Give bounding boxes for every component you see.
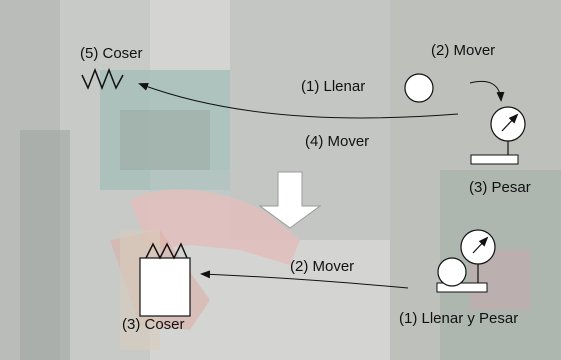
flow-arrow-top <box>138 83 459 119</box>
label-mover-top: (2) Mover <box>431 42 496 59</box>
label-pesar-top: (3) Pesar <box>469 179 531 196</box>
label-llenar-pesar-bottom: (1) Llenar y Pesar <box>399 310 519 327</box>
flow-arrow-bottom <box>200 270 409 289</box>
label-mover-mid: (4) Mover <box>305 133 370 150</box>
label-coser-top: (5) Coser <box>80 45 143 62</box>
sewn-bag-icon <box>139 242 191 317</box>
block-down-arrow-icon <box>258 171 322 229</box>
label-coser-bottom: (3) Coser <box>122 316 185 333</box>
label-mover-bottom: (2) Mover <box>290 258 355 275</box>
flow-arrow-mover <box>469 80 505 102</box>
weighing-scale-icon <box>470 106 526 165</box>
round-bag-icon <box>404 73 434 103</box>
weighing-scale-with-bag-icon <box>436 229 496 293</box>
zigzag-stitch-icon <box>81 67 124 91</box>
label-llenar-top: (1) Llenar <box>301 78 366 95</box>
